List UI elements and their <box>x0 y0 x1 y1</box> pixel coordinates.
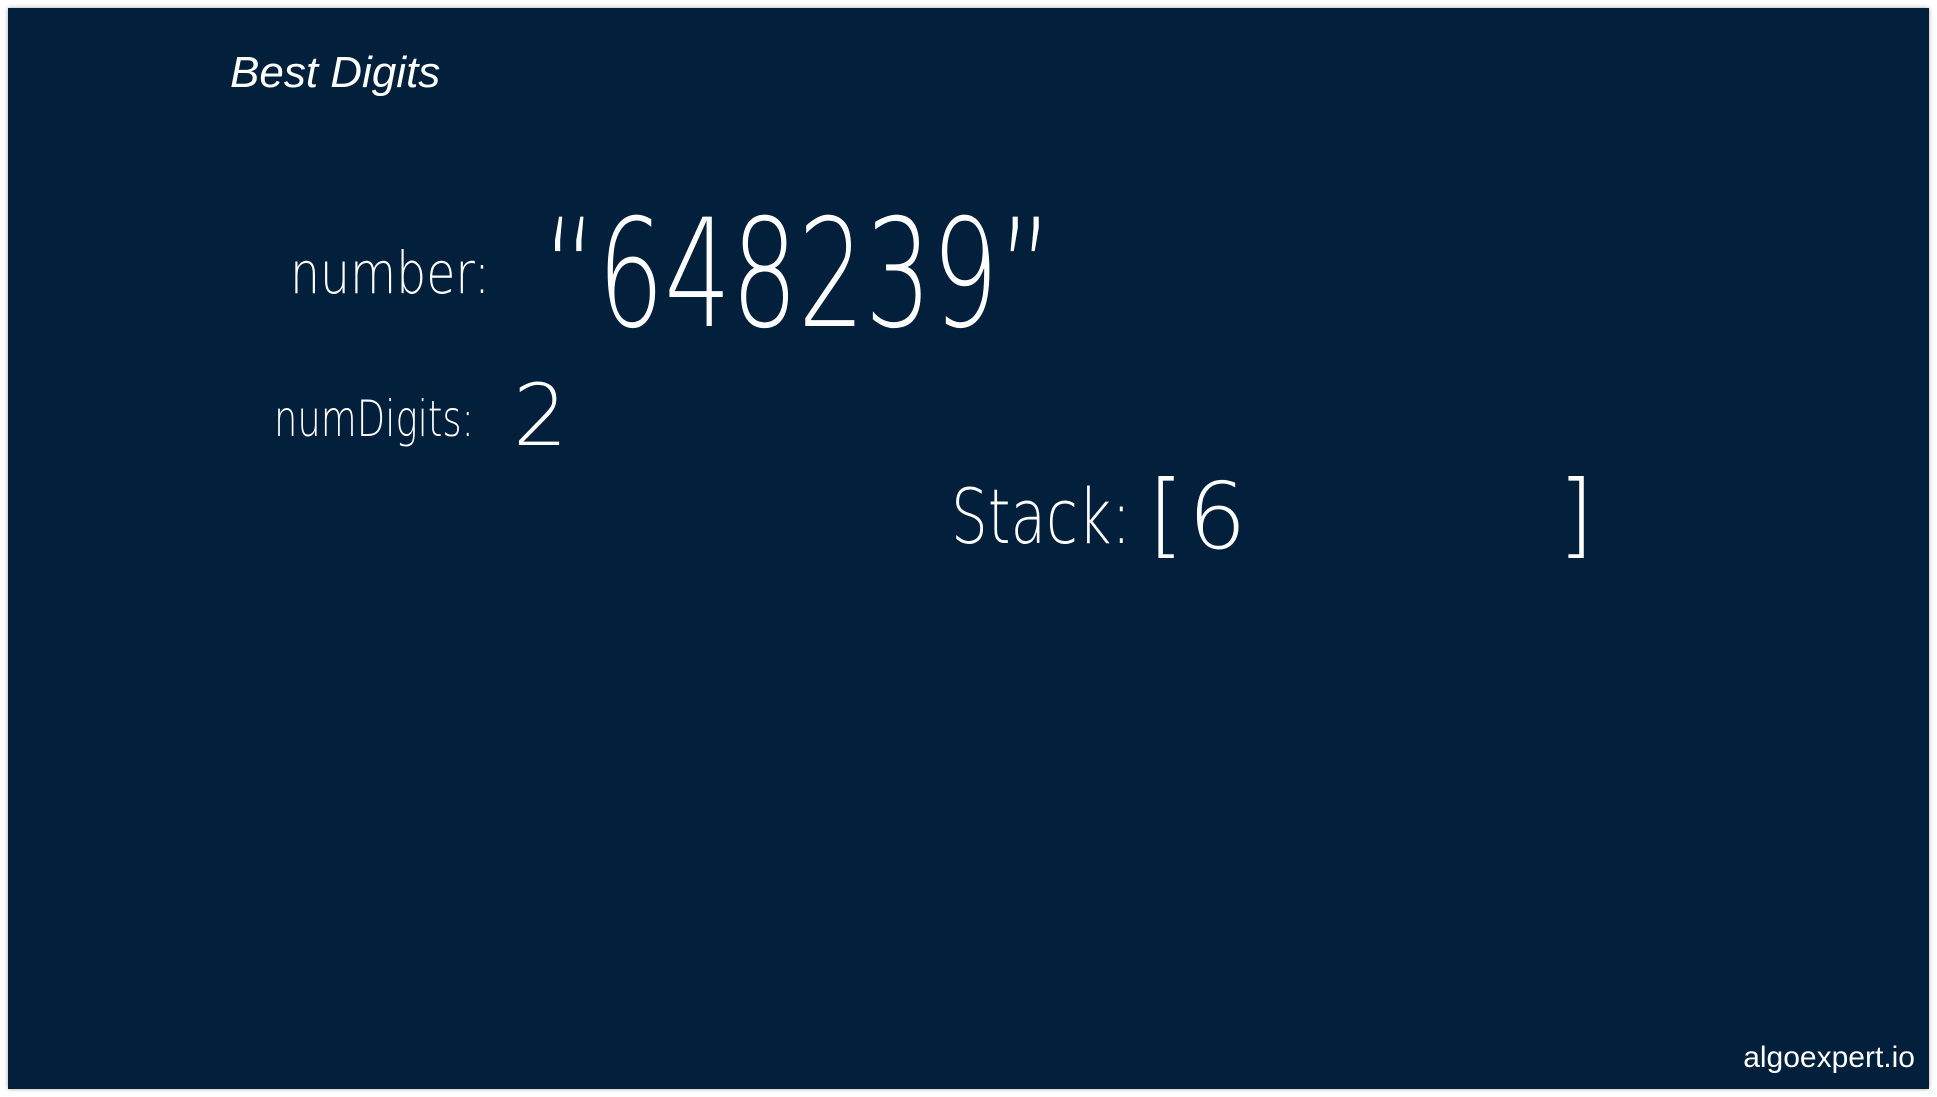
slide-title: Best Digits <box>230 48 441 97</box>
number-value: “648239” <box>543 188 1053 362</box>
numdigits-value: 2 <box>513 366 568 466</box>
slide-canvas: Best Digits number: “648239” numDigits: … <box>8 8 1929 1089</box>
stack-open-bracket: [ <box>1148 461 1184 568</box>
brand-logo-text: algoexpert.io <box>1743 1041 1915 1074</box>
number-label: number: <box>290 239 490 307</box>
stack-close-bracket: ] <box>1558 461 1594 568</box>
stack-items: 6 <box>1188 463 1247 570</box>
handwritten-notes: number: “648239” numDigits: 2 Stack: [ 6… <box>274 188 1594 570</box>
stack-label: Stack: <box>951 472 1131 561</box>
numdigits-label: numDigits: <box>274 390 474 448</box>
